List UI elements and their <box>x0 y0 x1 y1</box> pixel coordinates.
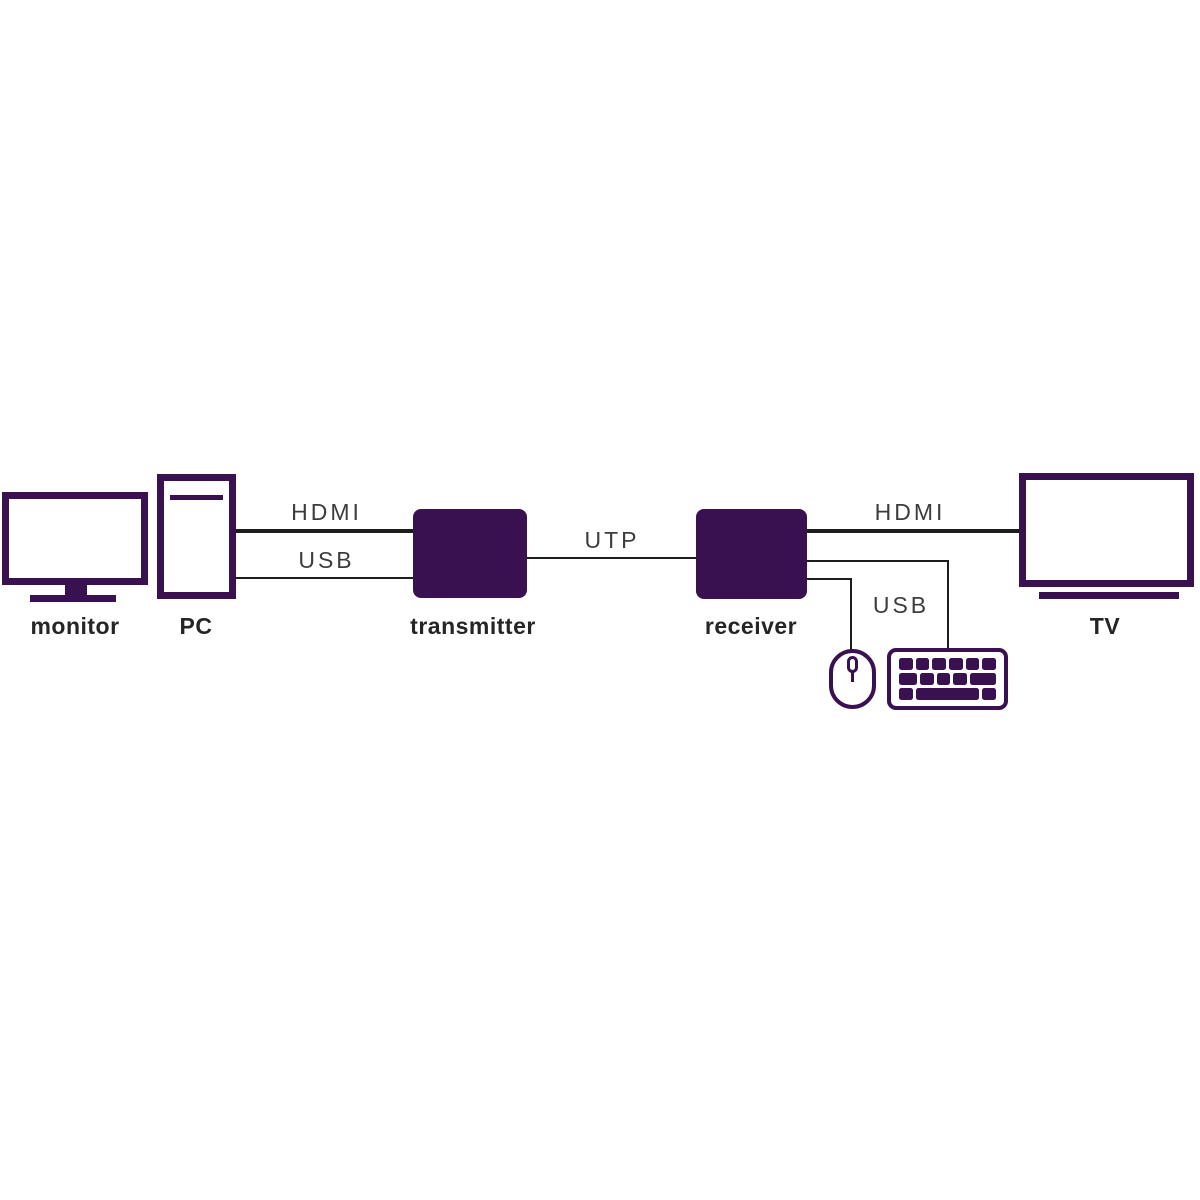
key <box>915 658 930 670</box>
key <box>982 688 996 700</box>
key <box>899 688 913 700</box>
hdmi-label-right: HDMI <box>874 499 946 525</box>
key <box>949 658 963 670</box>
monitor-stand-neck <box>65 584 87 596</box>
keyboard-row-2 <box>899 673 996 685</box>
spacebar-key <box>915 688 980 700</box>
usb-label-left: USB <box>298 547 355 573</box>
usb-label-right: USB <box>872 592 930 618</box>
keyboard-icon <box>887 648 1008 710</box>
monitor-label: monitor <box>30 613 120 639</box>
tv-label: TV <box>1089 613 1121 639</box>
key <box>899 673 918 685</box>
transmitter-box <box>413 509 527 598</box>
usb-line-receiver-to-mouse-v <box>850 578 852 653</box>
usb-line-receiver-to-keyboard-v <box>947 560 949 652</box>
usb-line-receiver-to-keyboard-h <box>805 560 949 562</box>
hdmi-line-receiver-to-tv <box>805 529 1021 533</box>
mouse-icon <box>829 649 876 709</box>
pc-label: PC <box>179 613 213 639</box>
monitor-icon <box>2 492 148 585</box>
monitor-stand-base <box>30 595 116 602</box>
transmitter-label: transmitter <box>410 613 536 639</box>
key <box>920 673 934 685</box>
mouse-wheel-stem <box>851 672 854 682</box>
hdmi-line-pc-to-transmitter <box>236 529 417 533</box>
key <box>965 658 980 670</box>
utp-line-transmitter-to-receiver <box>525 557 698 559</box>
tv-icon <box>1019 473 1194 587</box>
pc-tower-icon <box>157 474 236 599</box>
pc-drive-slot <box>170 495 223 500</box>
key <box>969 673 996 685</box>
key <box>936 673 951 685</box>
key <box>932 658 947 670</box>
mouse-scroll-wheel <box>847 656 858 673</box>
usb-line-pc-to-transmitter <box>236 577 417 579</box>
key <box>899 658 913 670</box>
receiver-box <box>696 509 807 599</box>
keyboard-row-3 <box>899 688 996 700</box>
hdmi-label-left: HDMI <box>291 499 362 525</box>
keyboard-row-1 <box>899 658 997 670</box>
key <box>982 658 997 670</box>
usb-line-receiver-to-mouse-h <box>805 578 852 580</box>
key <box>953 673 967 685</box>
receiver-label: receiver <box>704 613 798 639</box>
tv-stand-base <box>1039 592 1179 599</box>
utp-label: UTP <box>584 527 640 553</box>
